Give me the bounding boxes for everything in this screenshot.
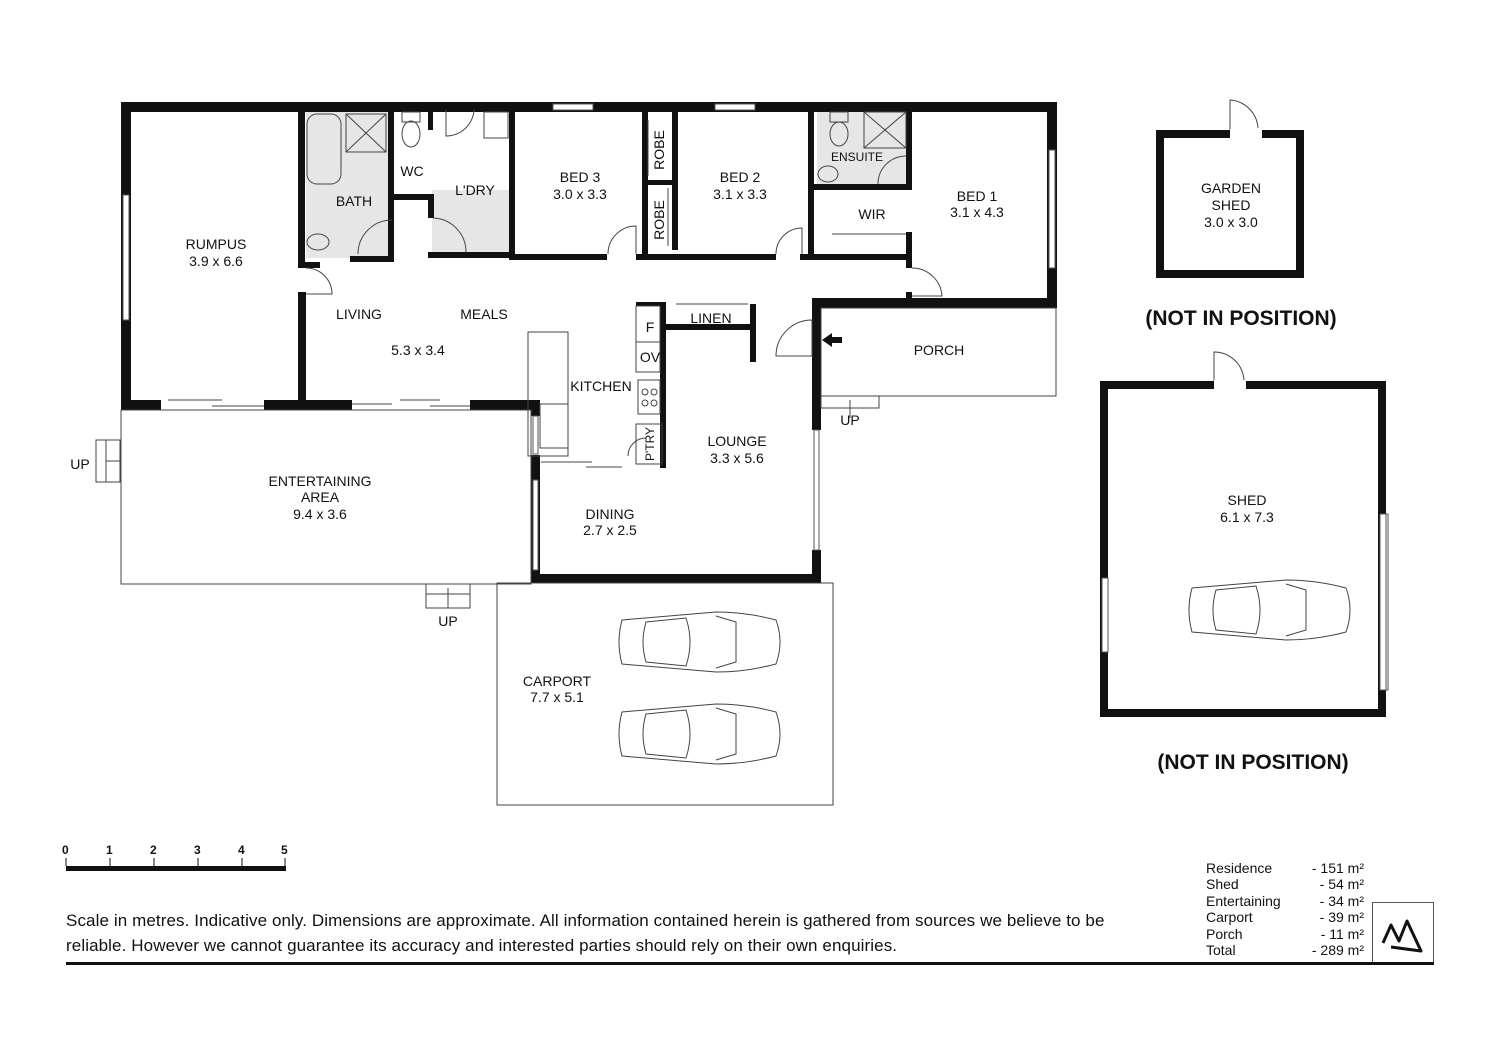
scale-tick-4: 4 bbox=[238, 843, 245, 857]
interior-walls bbox=[298, 110, 912, 468]
room-garden-shed-dims: 3.0 x 3.0 bbox=[1204, 214, 1258, 230]
carport-outline bbox=[496, 582, 834, 806]
room-kitchen-name: KITCHEN bbox=[570, 378, 631, 394]
area-value: - 39 m² bbox=[1319, 909, 1364, 926]
laundry-tiles bbox=[432, 190, 510, 258]
room-bed3-name: BED 3 bbox=[560, 169, 601, 185]
porch-outline bbox=[820, 307, 1057, 397]
area-row: Entertaining - 34 m² bbox=[1206, 893, 1364, 909]
room-lounge-dims: 3.3 x 5.6 bbox=[710, 450, 764, 466]
stairs-up-bottom: UP bbox=[438, 613, 457, 629]
area-value: - 54 m² bbox=[1319, 876, 1364, 893]
area-row: Residence - 151 m² bbox=[1206, 860, 1364, 876]
area-label: Carport bbox=[1206, 909, 1253, 926]
room-porch-name: PORCH bbox=[914, 342, 965, 358]
scale-tick-3: 3 bbox=[194, 843, 201, 857]
room-entertaining-name-1: ENTERTAINING bbox=[269, 473, 372, 489]
north-logo-icon bbox=[1381, 919, 1423, 953]
room-bed2-name: BED 2 bbox=[720, 169, 761, 185]
sliding-doors bbox=[168, 399, 622, 468]
room-wc-name: WC bbox=[400, 163, 423, 179]
room-carport-dims: 7.7 x 5.1 bbox=[530, 689, 584, 705]
room-dining-dims: 2.7 x 2.5 bbox=[583, 522, 637, 538]
door-swings bbox=[305, 99, 1259, 457]
bath-tiles bbox=[306, 112, 388, 258]
area-label: Total bbox=[1206, 942, 1236, 959]
room-living-dims: 5.3 x 3.4 bbox=[391, 342, 445, 358]
stairs-up-porch: UP bbox=[840, 412, 859, 428]
room-rumpus-name: RUMPUS bbox=[186, 236, 247, 252]
stairs-up-left: UP bbox=[70, 456, 89, 472]
area-value: - 34 m² bbox=[1319, 892, 1364, 909]
room-linen-name: LINEN bbox=[690, 310, 731, 326]
logo-icon bbox=[1372, 902, 1434, 964]
room-bed3-dims: 3.0 x 3.3 bbox=[553, 186, 607, 202]
scale-tick-1: 1 bbox=[106, 843, 113, 857]
scale-tick-2: 2 bbox=[150, 843, 157, 857]
room-entertaining-dims: 9.4 x 3.6 bbox=[293, 506, 347, 522]
room-bed1-dims: 3.1 x 4.3 bbox=[950, 204, 1004, 220]
room-lounge-name: LOUNGE bbox=[707, 433, 766, 449]
area-row: Total - 289 m² bbox=[1206, 942, 1364, 958]
area-label: Entertaining bbox=[1206, 892, 1281, 909]
garden-shed-walls bbox=[1156, 129, 1304, 278]
room-bed2-dims: 3.1 x 3.3 bbox=[713, 186, 767, 202]
room-meals-name: MEALS bbox=[460, 306, 507, 322]
room-laundry-name: L'DRY bbox=[455, 182, 495, 198]
area-label: Porch bbox=[1206, 925, 1243, 942]
area-value: - 151 m² bbox=[1311, 860, 1364, 876]
not-in-position-shed: (NOT IN POSITION) bbox=[1157, 751, 1348, 774]
room-garden-shed-name-1: GARDEN bbox=[1201, 180, 1261, 196]
not-in-position-garden-shed: (NOT IN POSITION) bbox=[1145, 307, 1336, 330]
room-living-name: LIVING bbox=[336, 306, 382, 322]
area-summary-table: Residence - 151 m² Shed - 54 m² Entertaini… bbox=[1206, 860, 1364, 958]
shed-walls bbox=[1100, 380, 1387, 717]
entry-arrow-icon bbox=[822, 333, 842, 347]
room-dining-name: DINING bbox=[586, 506, 635, 522]
room-carport-name: CARPORT bbox=[523, 673, 592, 689]
room-garden-shed-name-2: SHED bbox=[1212, 197, 1251, 213]
entertaining-outline bbox=[120, 409, 532, 585]
area-row: Carport - 39 m² bbox=[1206, 909, 1364, 925]
room-bed1-name: BED 1 bbox=[957, 188, 998, 204]
disclaimer-text: Scale in metres. Indicative only. Dimens… bbox=[66, 911, 1105, 955]
room-shed-name: SHED bbox=[1228, 492, 1267, 508]
room-ensuite-name: ENSUITE bbox=[831, 150, 883, 164]
footer-rule bbox=[66, 962, 1434, 965]
scale-tick-5: 5 bbox=[281, 843, 288, 857]
area-label: Shed bbox=[1206, 876, 1239, 893]
car-icon bbox=[1188, 579, 1351, 641]
steps bbox=[95, 395, 880, 609]
fixtures bbox=[306, 111, 907, 305]
room-bath-name: BATH bbox=[336, 193, 372, 209]
car-icon bbox=[618, 703, 781, 765]
kitchen-fixtures bbox=[527, 305, 663, 465]
area-value: - 11 m² bbox=[1320, 925, 1364, 942]
room-entertaining-name-2: AREA bbox=[301, 489, 340, 505]
room-pantry-name: P'TRY bbox=[643, 427, 657, 461]
scale-tick-0: 0 bbox=[62, 843, 69, 857]
area-value: - 289 m² bbox=[1311, 942, 1364, 959]
car-icon bbox=[618, 611, 781, 673]
fridge-label: F bbox=[646, 319, 655, 335]
area-row: Porch - 11 m² bbox=[1206, 926, 1364, 942]
area-label: Residence bbox=[1206, 860, 1273, 876]
room-shed-dims: 6.1 x 7.3 bbox=[1220, 509, 1274, 525]
room-robe1-name: ROBE bbox=[651, 130, 667, 170]
area-row: Shed - 54 m² bbox=[1206, 876, 1364, 892]
room-wir-name: WIR bbox=[858, 206, 885, 222]
room-robe2-name: ROBE bbox=[651, 200, 667, 240]
oven-label: OV bbox=[640, 349, 661, 365]
scale-bar bbox=[65, 858, 286, 871]
room-rumpus-dims: 3.9 x 6.6 bbox=[189, 253, 243, 269]
